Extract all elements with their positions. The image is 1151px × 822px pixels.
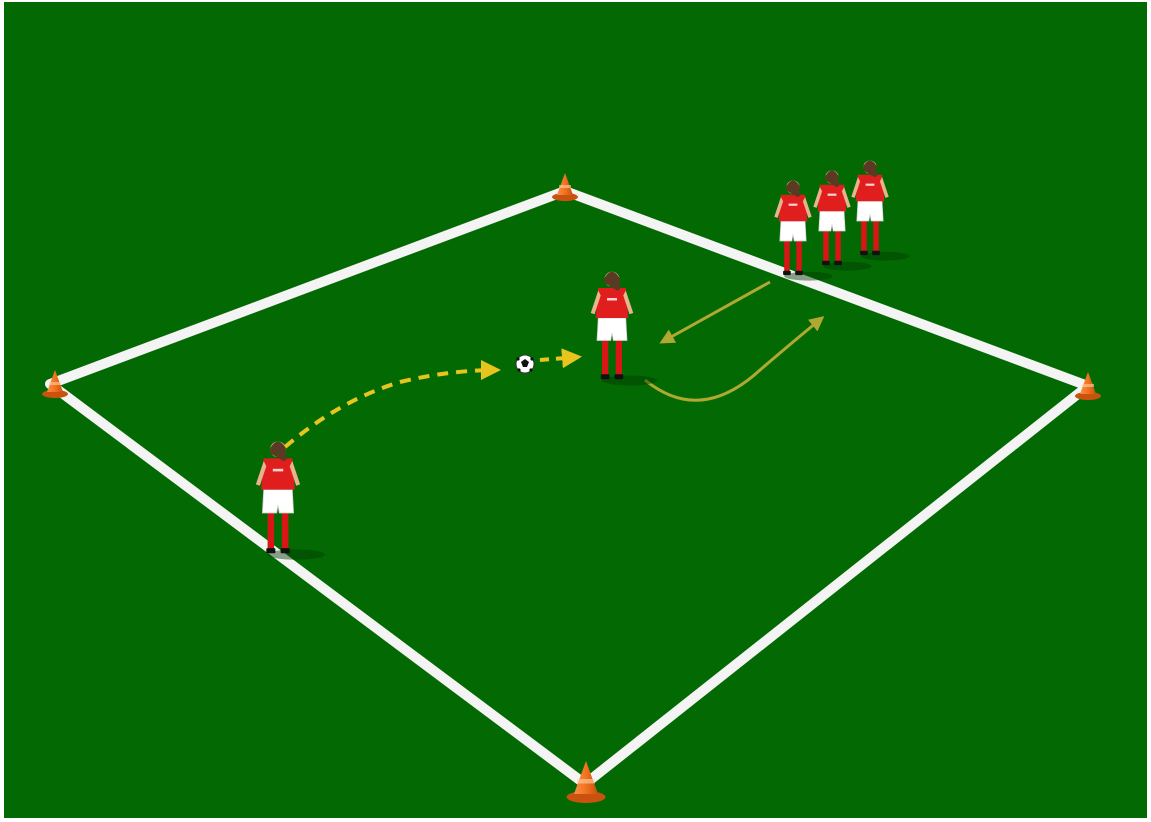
pitch-grass bbox=[4, 2, 1147, 818]
soccer-ball-icon bbox=[516, 355, 534, 373]
